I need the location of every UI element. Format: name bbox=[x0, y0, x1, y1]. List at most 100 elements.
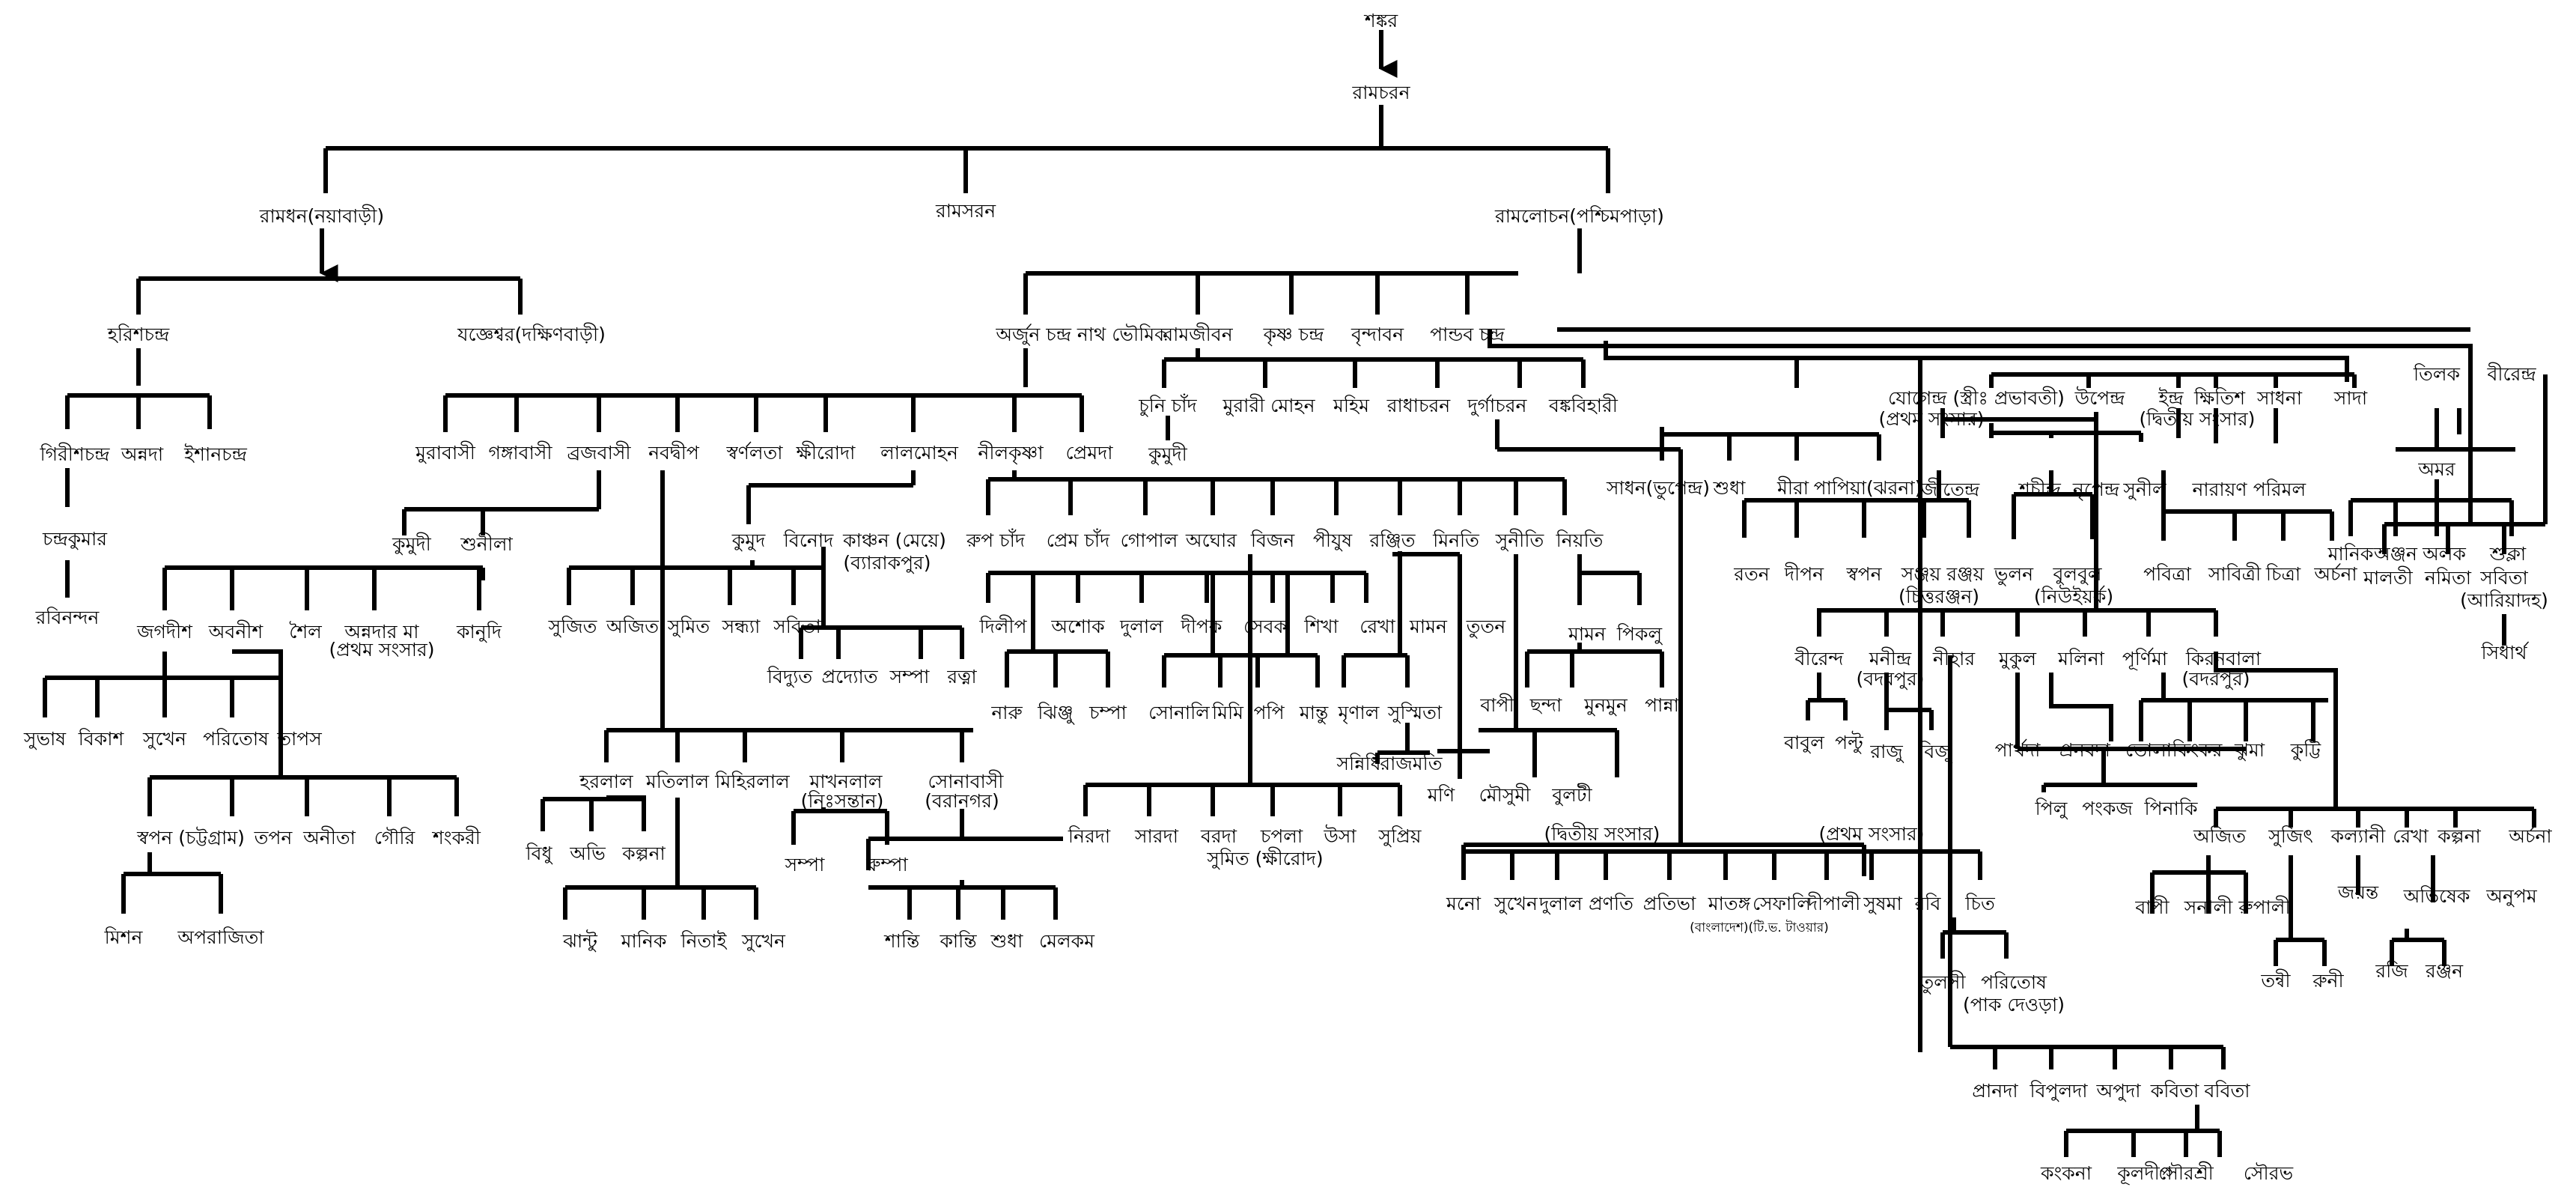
member-tanshri: তন্বী bbox=[2260, 969, 2291, 992]
member-ajit-2: অজিত bbox=[2193, 825, 2247, 847]
member-shachindra: শচীন্দ্র bbox=[2018, 478, 2061, 500]
member-rekha-2: রেখা bbox=[2393, 825, 2429, 847]
member-aparajita: অপরাজিতা bbox=[177, 926, 264, 948]
member-kiranbala: কিরনবালা bbox=[2185, 648, 2262, 670]
member-manik: মানিক bbox=[621, 930, 667, 952]
member-manindra: মনীন্দ্র bbox=[1869, 647, 1912, 670]
member-kanchan: কাঞ্চন (মেয়ে) bbox=[842, 529, 946, 551]
member-yogendra: যোগেন্দ্র (স্ত্রীঃ প্রভাবতী) bbox=[1888, 386, 2065, 409]
member-birendra: বীরেন্দ্র bbox=[2486, 362, 2536, 385]
member-swapan-ctg: স্বপন (চট্টগ্রাম) bbox=[136, 827, 245, 849]
member-sukhen: সুখেন bbox=[142, 728, 187, 750]
member-indra: ইন্দ্র bbox=[2158, 387, 2184, 409]
member-barada: বরদা bbox=[1200, 825, 1237, 847]
member-munmun: মুনমুন bbox=[1583, 694, 1628, 717]
member-susmita: সুস্মিতা bbox=[1387, 702, 1443, 724]
member-mahim: মহিম bbox=[1333, 395, 1370, 416]
member-dilip: দিলীপ bbox=[978, 615, 1027, 637]
member-jitendra: জীতেন্দ্র bbox=[1920, 478, 1980, 500]
member-tulsi: তুলসী bbox=[1919, 971, 1966, 995]
member-indra-second-household: (দ্বিতীয় সংসার) bbox=[2140, 407, 2256, 430]
member-mousumi: মৌসুমী bbox=[1479, 783, 1532, 807]
member-shankari: শংকরী bbox=[431, 826, 481, 849]
member-sannidhi: সন্নিধি bbox=[1336, 753, 1381, 774]
member-parimal: পরিমল bbox=[2253, 479, 2306, 500]
tree-nodes: শঙ্কর রামচরন রামধন(নয়াবাড়ী) রামসরন রাম… bbox=[23, 10, 2552, 1185]
member-sabita-note: (আরিয়াদহ) bbox=[2460, 589, 2548, 611]
member-chapala: চপলা bbox=[1260, 825, 1303, 847]
member-malina: মলিনা bbox=[2057, 648, 2105, 670]
member-sampa-2: সম্পা bbox=[785, 854, 825, 875]
member-pranabda: প্রনবদা bbox=[2059, 739, 2111, 761]
member-sampa: সম্পা bbox=[889, 666, 930, 687]
member-pankaj: পংকজ bbox=[2082, 798, 2133, 819]
member-archana-2: অর্চনা bbox=[2508, 825, 2552, 847]
member-maman: মামন bbox=[1409, 616, 1448, 637]
member-mantu: মান্তু bbox=[1299, 702, 1329, 725]
member-ashok: অশোক bbox=[1050, 616, 1105, 637]
member-sadhan: সাধন(ভুপেন্দ্র) bbox=[1606, 477, 1710, 500]
member-mono: মনো bbox=[1446, 893, 1482, 914]
member-pratibha: প্রতিভা bbox=[1643, 893, 1696, 914]
member-murabasi: মুরাবাসী bbox=[415, 441, 476, 464]
member-piyush: পীযুষ bbox=[1313, 529, 1354, 552]
member-bapi-2: বাপী bbox=[2134, 896, 2169, 918]
member-melakam: মেলকম bbox=[1039, 930, 1095, 952]
member-nilakrishna: নীলকৃষ্ণা bbox=[977, 441, 1044, 464]
connector-lines bbox=[43, 30, 2548, 1157]
member-nabadwip: নবদ্বীপ bbox=[648, 441, 700, 464]
member-kanudi: কানুদি bbox=[456, 621, 502, 643]
member-brajabasi: ব্রজবাসী bbox=[567, 441, 632, 464]
member-purnima: পূর্ণিমা bbox=[2122, 648, 2168, 670]
member-sunila: শুনীলা bbox=[460, 532, 513, 555]
member-shankar: শঙ্কর bbox=[1363, 10, 1398, 31]
member-ratna: রত্না bbox=[946, 666, 977, 687]
member-supriya: সুপ্রিয় bbox=[1377, 825, 1422, 848]
member-bankabihari: বঙ্কবিহারী bbox=[1548, 394, 1619, 416]
member-rabinandan: রবিনন্দন bbox=[35, 607, 100, 628]
member-sourav: সৌরভ bbox=[2244, 1162, 2294, 1184]
member-chandrakumar: চন্দ্রকুমার bbox=[42, 528, 108, 550]
member-premchand: প্রেম চাঁদ bbox=[1047, 529, 1110, 551]
member-kuladip: কূলদীপ bbox=[2116, 1162, 2172, 1185]
member-jhantu: ঝান্টু bbox=[562, 929, 597, 953]
member-ramcharan: রামচরন bbox=[1351, 82, 1410, 103]
member-subhash: সুভাষ bbox=[23, 728, 67, 750]
member-kshiroda: ক্ষীরোদা bbox=[796, 441, 856, 464]
member-tapan: তপন bbox=[254, 827, 293, 849]
member-raju: রাজু bbox=[1869, 741, 1904, 763]
member-sanjay-ranjay: সঞ্জয় রঞ্জয় bbox=[1901, 563, 1985, 585]
member-brindaban: বৃন্দাবন bbox=[1351, 324, 1404, 346]
member-chhanda: ছন্দা bbox=[1529, 694, 1562, 716]
member-matanga-note: (বাংলাদেশ)(টি.ভ. টাওয়ার) bbox=[1690, 920, 1829, 935]
member-mishan: মিশন bbox=[104, 926, 144, 948]
member-papi: পপি bbox=[1253, 702, 1285, 723]
member-kumudi: কুমুদী bbox=[392, 532, 432, 556]
member-aghor: অঘোর bbox=[1185, 529, 1237, 551]
member-ratan: রতন bbox=[1733, 563, 1770, 585]
member-upendra: উপেন্দ্র bbox=[2074, 386, 2125, 409]
member-krishnachandra: কৃষ্ণ চন্দ্র bbox=[1263, 324, 1325, 346]
member-bidyut: বিদ্যুত bbox=[767, 666, 813, 688]
member-pilu: পিলু bbox=[2035, 798, 2068, 820]
member-shukla: শুক্লা bbox=[2489, 543, 2527, 565]
member-sumit-kshirod: সুমিত (ক্ষীরোদ) bbox=[1206, 847, 1323, 870]
member-annadar-ma: অন্নদার মা bbox=[344, 621, 419, 643]
member-radhacharan: রাধাচরন bbox=[1386, 395, 1452, 416]
member-swarnalata: স্বর্ণলতা bbox=[726, 442, 784, 464]
member-bhulan: ভুলন bbox=[1994, 563, 2034, 586]
member-babita: ববিতা bbox=[2204, 1080, 2251, 1102]
member-pinaki: পিনাকি bbox=[2144, 798, 2198, 819]
member-souroshri: সৌরশ্রী bbox=[2158, 1162, 2214, 1184]
member-paltu: পল্টু bbox=[1835, 731, 1864, 754]
member-maman-2: মামন bbox=[1568, 623, 1607, 645]
member-premada: প্রেমদা bbox=[1065, 442, 1113, 464]
member-sudha: শুধা bbox=[990, 930, 1024, 952]
member-sonabasi-note: (বরানগর) bbox=[925, 790, 999, 812]
member-runi: রুনী bbox=[2312, 969, 2344, 992]
member-panna: পান্না bbox=[1645, 694, 1679, 716]
member-sushama: সুষমা bbox=[1863, 893, 1902, 915]
member-jayanta: জয়ন্ত bbox=[2337, 881, 2379, 903]
member-gangabasi: গঙ্গাবাসী bbox=[488, 441, 552, 464]
